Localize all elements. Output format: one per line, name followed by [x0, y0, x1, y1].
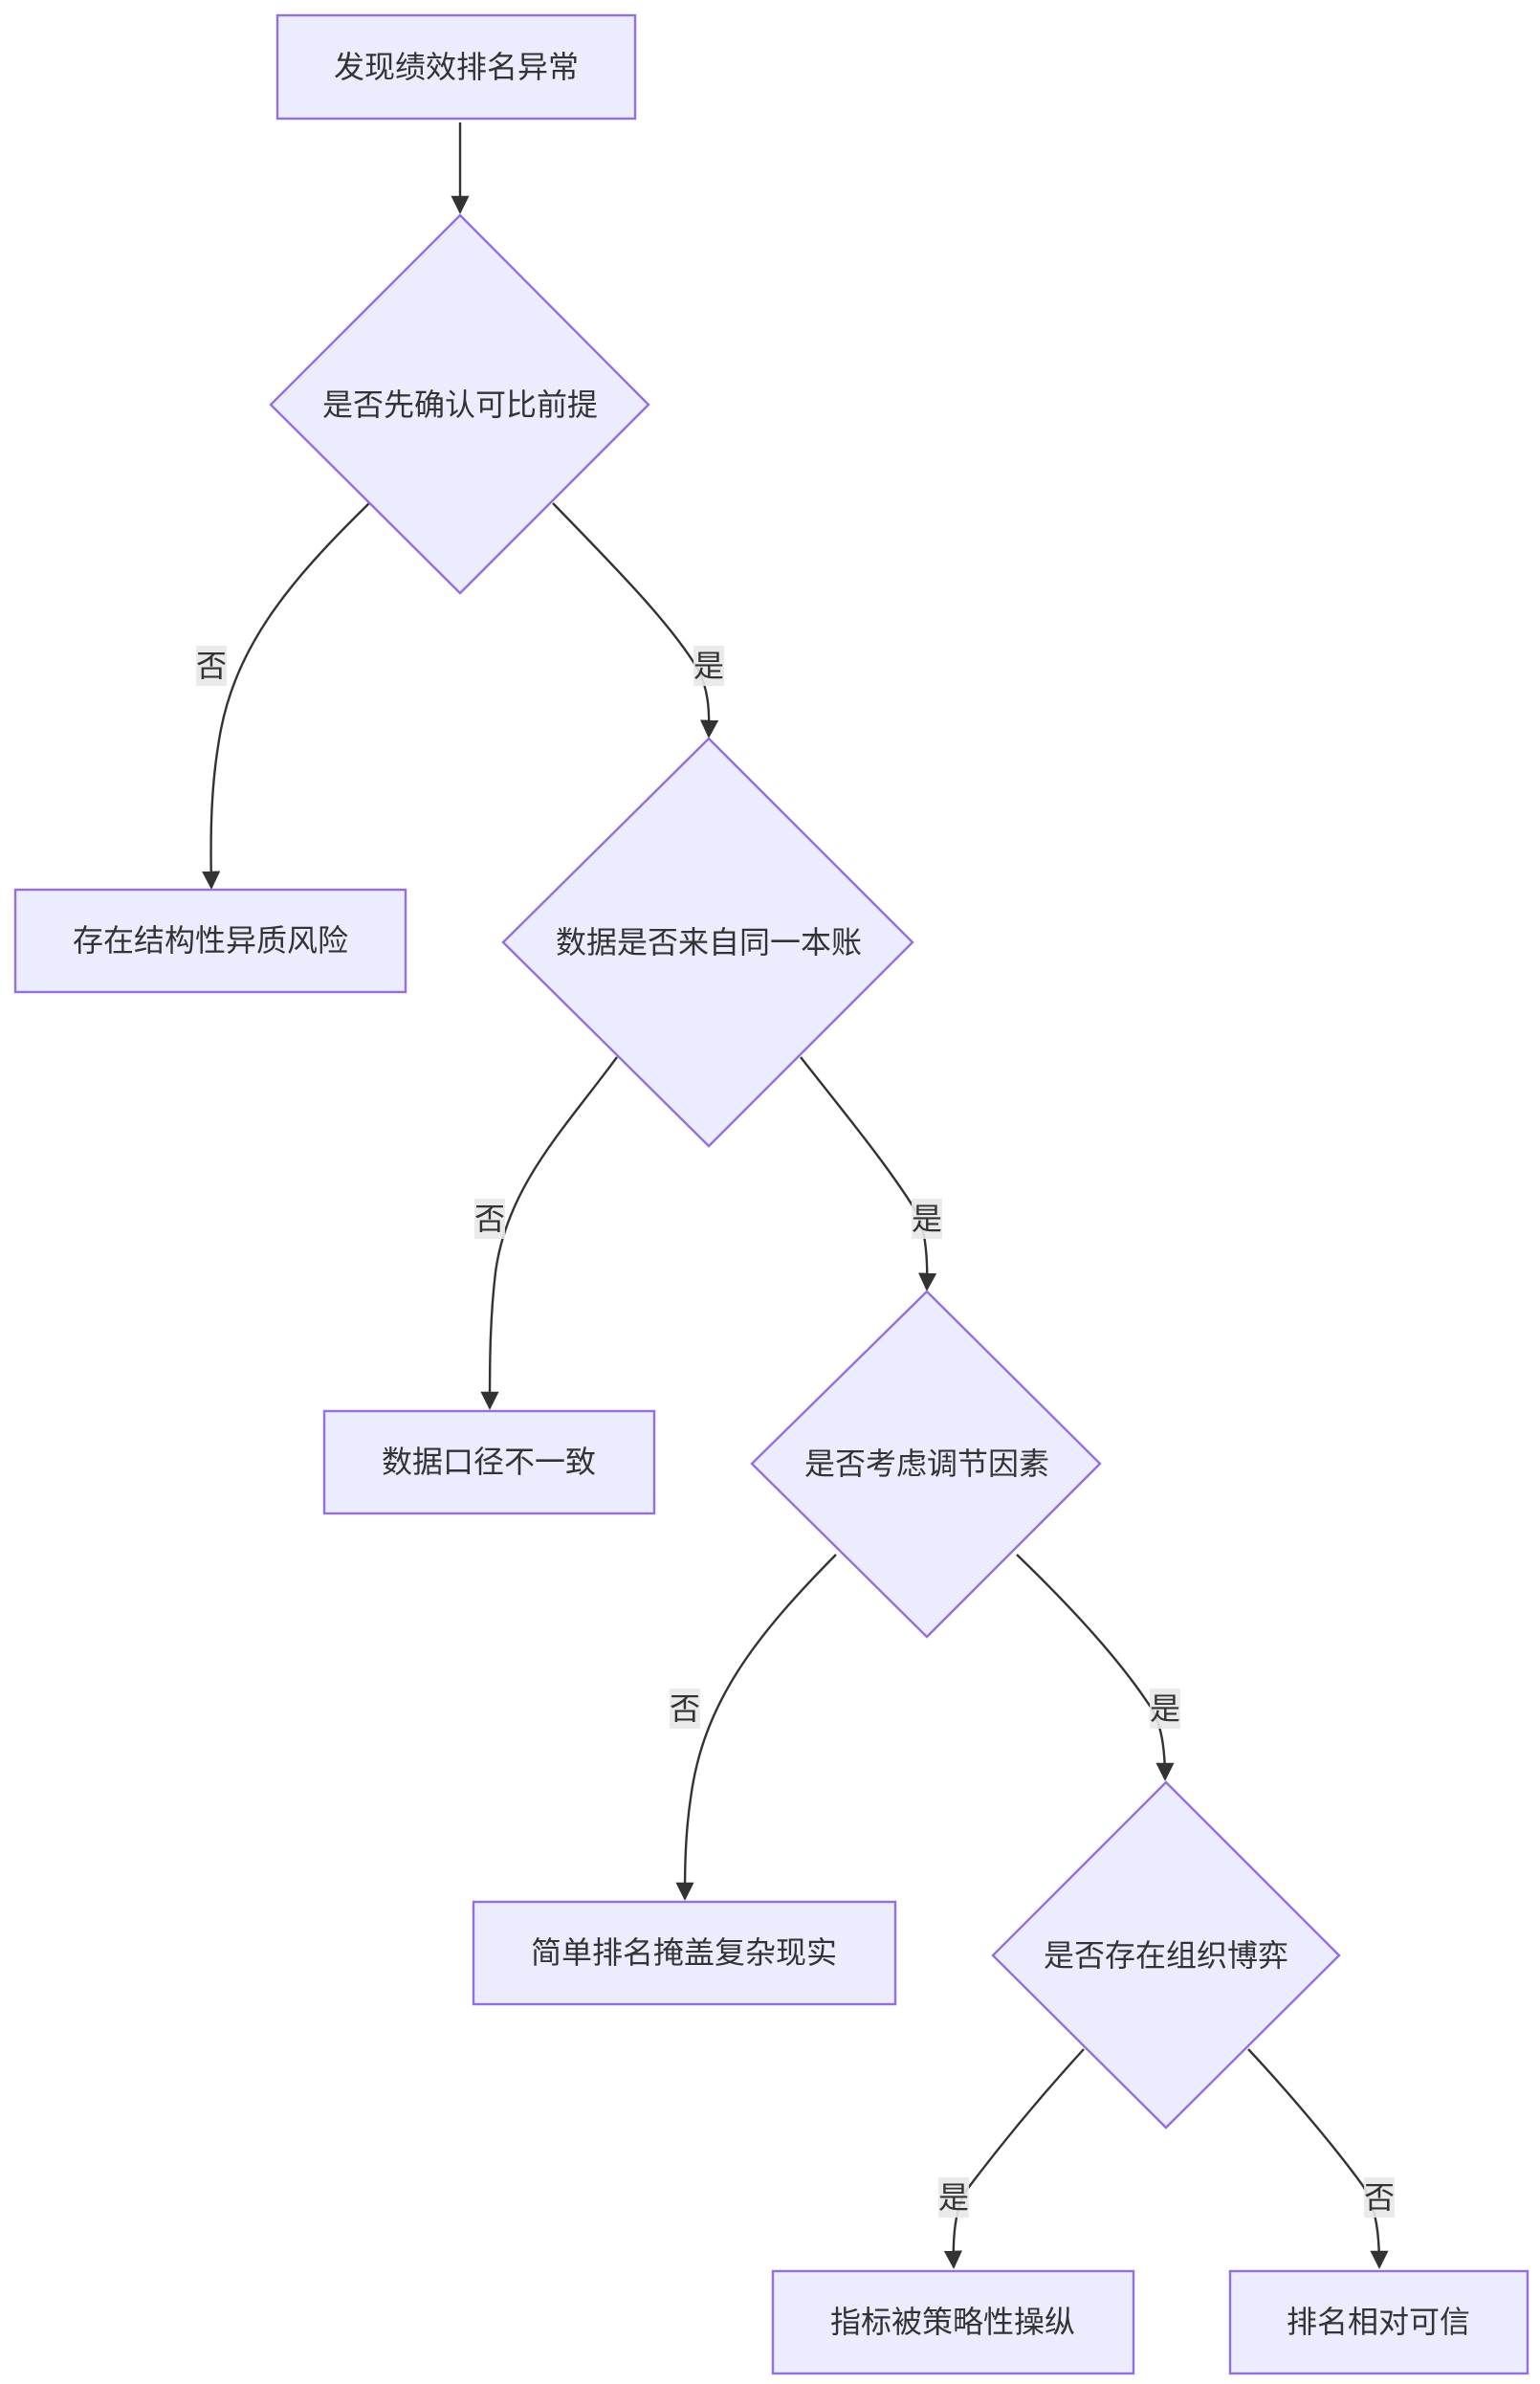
- node-label: 存在结构性异质风险: [73, 922, 348, 959]
- node-heterogeneity: 存在结构性异质风险: [13, 888, 407, 994]
- nodes: 发现绩效排名异常 是否先确认可比前提 存在结构性异质风险 数据是否来自同一本账 …: [13, 13, 1529, 2375]
- edge-label-text: 是: [912, 1201, 942, 1237]
- edge-labels: 否 是 否 是 否 是 是 否: [196, 646, 1395, 2218]
- edge-label-comparability-no: 否: [196, 646, 227, 686]
- node-label: 是否考虑调节因素: [804, 1446, 1049, 1482]
- node-label: 是否存在组织博弈: [1044, 1937, 1288, 1974]
- node-org-game-decision: 是否存在组织博弈: [991, 1780, 1341, 2130]
- edge-label-text: 否: [670, 1690, 700, 1727]
- node-start: 发现绩效排名异常: [275, 13, 637, 121]
- edge-label-text: 是: [693, 648, 724, 684]
- edge-label-comparability-yes: 是: [693, 646, 724, 686]
- node-label: 简单排名掩盖复杂现实: [531, 1934, 837, 1971]
- node-label: 数据是否来自同一本账: [556, 924, 862, 960]
- edge-label-ledger-yes: 是: [912, 1199, 942, 1239]
- edge-comparability-yes: [552, 502, 719, 739]
- edge-ledger-yes: [800, 1056, 937, 1291]
- edge-label-game-no: 否: [1364, 2177, 1395, 2218]
- edge-comparability-no: [202, 502, 370, 890]
- node-same-ledger-decision: 数据是否来自同一本账: [501, 737, 914, 1148]
- node-label: 指标被策略性操纵: [830, 2304, 1075, 2340]
- edge-label-game-yes: 是: [938, 2177, 969, 2218]
- edge-game-no: [1247, 2048, 1389, 2269]
- edge-ledger-no: [480, 1056, 618, 1410]
- node-credible: 排名相对可信: [1228, 2269, 1529, 2375]
- edge-label-ledger-no: 否: [474, 1199, 505, 1239]
- edge-label-adjust-no: 否: [670, 1689, 700, 1729]
- node-label: 排名相对可信: [1287, 2304, 1470, 2340]
- edge-label-text: 否: [1364, 2179, 1395, 2216]
- node-adjust-factors-decision: 是否考虑调节因素: [750, 1290, 1102, 1639]
- node-label: 数据口径不一致: [382, 1444, 596, 1480]
- edge-adjust-no: [675, 1554, 837, 1901]
- edge-label-text: 是: [1150, 1690, 1180, 1727]
- node-oversimplify: 简单排名掩盖复杂现实: [472, 1900, 897, 2006]
- edge-adjust-yes: [1016, 1554, 1175, 1781]
- node-label: 是否先确认可比前提: [322, 386, 598, 423]
- edge-label-adjust-yes: 是: [1150, 1689, 1180, 1729]
- node-gamed: 指标被策略性操纵: [771, 2269, 1135, 2375]
- edges: [202, 122, 1389, 2269]
- edge-game-yes: [943, 2048, 1085, 2269]
- node-comparability-decision: 是否先确认可比前提: [269, 213, 650, 595]
- edge-label-text: 否: [196, 648, 227, 684]
- edge-label-text: 是: [938, 2179, 969, 2216]
- node-inconsistent: 数据口径不一致: [322, 1409, 656, 1515]
- node-label: 发现绩效排名异常: [334, 49, 579, 85]
- edge-label-text: 否: [474, 1201, 505, 1237]
